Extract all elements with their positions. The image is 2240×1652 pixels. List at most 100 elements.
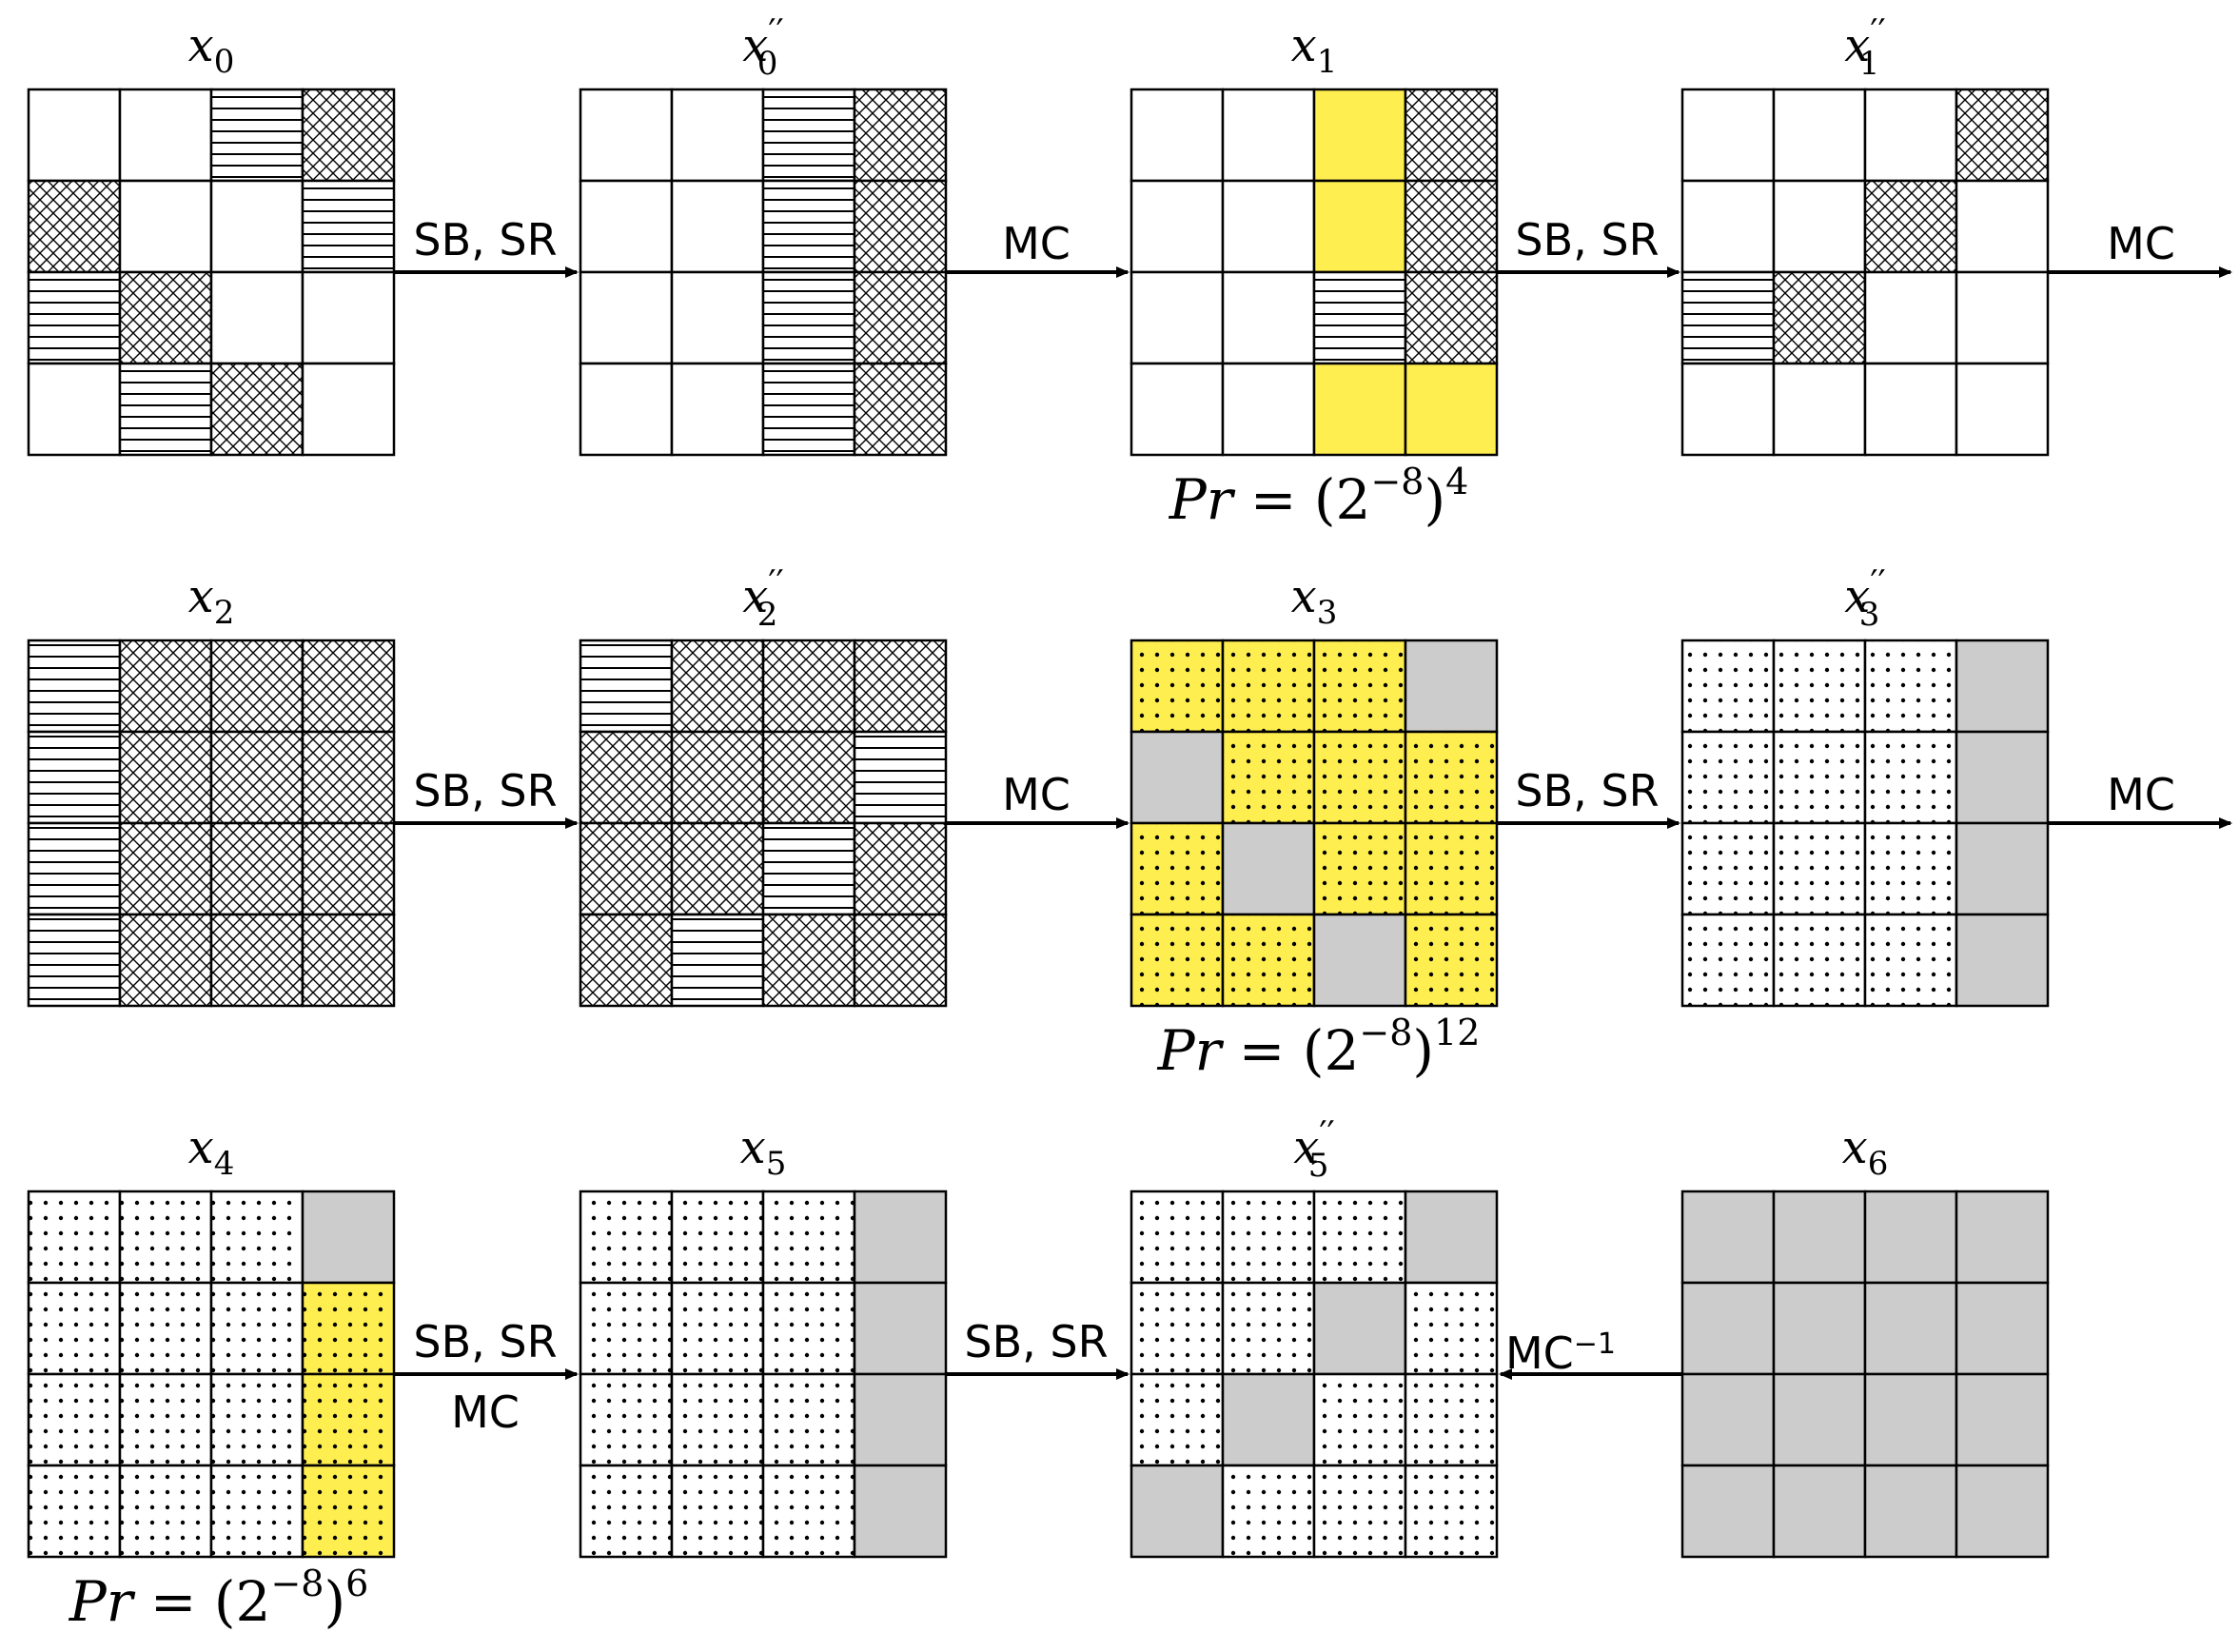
state-label-x2pp: x′′2 (742, 564, 783, 634)
state-grid-x6 (1680, 1190, 2050, 1559)
cell-x5-r1c1 (670, 1281, 765, 1376)
cell-x1pp-r1c2 (1863, 179, 1958, 274)
state-label-x2: x2 (188, 570, 235, 632)
cell-x0-r3c0 (27, 362, 122, 457)
state-grid-x3pp (1680, 639, 2050, 1008)
cell-x3-r3c3 (1404, 913, 1499, 1008)
cell-x3pp-r2c3 (1955, 821, 2050, 916)
cell-x6-r1c3 (1955, 1281, 2050, 1376)
cell-x5pp-r1c2 (1312, 1281, 1407, 1376)
cell-x0pp-r1c1 (670, 179, 765, 274)
cell-x4-r1c1 (118, 1281, 213, 1376)
cell-x3pp-r2c2 (1863, 821, 1958, 916)
cell-x6-r1c2 (1863, 1281, 1958, 1376)
cell-x3-r3c1 (1221, 913, 1316, 1008)
cell-x3-r0c2 (1312, 639, 1407, 734)
cell-x5-r3c1 (670, 1464, 765, 1559)
cell-x5-r0c0 (579, 1190, 674, 1285)
cell-x0pp-r2c3 (853, 270, 948, 365)
cell-x6-r3c3 (1955, 1464, 2050, 1559)
cell-x5-r1c2 (761, 1281, 856, 1376)
cell-x0pp-r2c0 (579, 270, 674, 365)
cell-x2-r1c0 (27, 730, 122, 825)
cell-x1-r2c1 (1221, 270, 1316, 365)
cell-x4-r0c2 (209, 1190, 305, 1285)
state-label-x1: x1 (1291, 19, 1338, 81)
cell-x1-r3c1 (1221, 362, 1316, 457)
cell-x0pp-r0c2 (761, 88, 856, 183)
cell-x5-r1c0 (579, 1281, 674, 1376)
cell-x2pp-r2c2 (761, 821, 856, 916)
edge-label-x2-to-x2pp-0: SB, SR (413, 765, 557, 816)
cell-x6-r2c0 (1680, 1372, 1776, 1467)
cell-x2pp-r0c1 (670, 639, 765, 734)
cell-x1-r1c2 (1312, 179, 1407, 274)
state-grids (27, 88, 2050, 1559)
edge-label-x1-to-x1pp-0: SB, SR (1515, 214, 1659, 266)
cell-x5pp-r3c1 (1221, 1464, 1316, 1559)
cell-x3pp-r2c1 (1772, 821, 1867, 916)
cell-x3-r1c2 (1312, 730, 1407, 825)
cell-x2-r1c2 (209, 730, 305, 825)
cell-x3-r2c2 (1312, 821, 1407, 916)
cell-x6-r1c0 (1680, 1281, 1776, 1376)
cell-x2-r0c2 (209, 639, 305, 734)
cell-x3pp-r1c1 (1772, 730, 1867, 825)
cell-x5-r0c3 (853, 1190, 948, 1285)
cell-x0-r0c2 (209, 88, 305, 183)
cell-x3-r1c1 (1221, 730, 1316, 825)
cell-x0-r1c0 (27, 179, 122, 274)
cell-x6-r0c3 (1955, 1190, 2050, 1285)
cell-x4-r2c1 (118, 1372, 213, 1467)
cell-x5pp-r2c2 (1312, 1372, 1407, 1467)
cell-x2-r3c3 (301, 913, 396, 1008)
cell-x6-r1c1 (1772, 1281, 1867, 1376)
cell-x5-r3c2 (761, 1464, 856, 1559)
cell-x0-r1c2 (209, 179, 305, 274)
cell-x5pp-r0c3 (1404, 1190, 1499, 1285)
cell-x5pp-r3c2 (1312, 1464, 1407, 1559)
cell-x1pp-r1c3 (1955, 179, 2050, 274)
cell-x0pp-r2c2 (761, 270, 856, 365)
cell-x1pp-r1c0 (1680, 179, 1776, 274)
cell-x3-r0c3 (1404, 639, 1499, 734)
probability-pr-x4: Pr = (2−8)6 (69, 1563, 369, 1634)
cell-x3pp-r2c0 (1680, 821, 1776, 916)
cell-x0-r3c3 (301, 362, 396, 457)
edge-label-x2pp-to-x3-0: MC (1002, 769, 1071, 820)
cell-x5-r1c3 (853, 1281, 948, 1376)
state-grid-x5pp (1130, 1190, 1499, 1559)
edge-label-x6-to-x5pp: MC−1 (1505, 1328, 1616, 1379)
cell-x5pp-r3c3 (1404, 1464, 1499, 1559)
cell-x1-r2c3 (1404, 270, 1499, 365)
cell-x4-r2c3 (301, 1372, 396, 1467)
cell-x3pp-r1c0 (1680, 730, 1776, 825)
cell-x6-r3c1 (1772, 1464, 1867, 1559)
cell-x3-r2c1 (1221, 821, 1316, 916)
cell-x2pp-r1c3 (853, 730, 948, 825)
cell-x5pp-r2c1 (1221, 1372, 1316, 1467)
cell-x5-r2c0 (579, 1372, 674, 1467)
cell-x6-r2c3 (1955, 1372, 2050, 1467)
cell-x5pp-r1c1 (1221, 1281, 1316, 1376)
state-label-x6: x6 (1842, 1121, 1889, 1183)
state-label-x3pp: x′′3 (1844, 564, 1885, 634)
cell-x5-r3c0 (579, 1464, 674, 1559)
cell-x2pp-r0c2 (761, 639, 856, 734)
cell-x1-r3c0 (1130, 362, 1225, 457)
cell-x0pp-r3c3 (853, 362, 948, 457)
cell-x4-r1c0 (27, 1281, 122, 1376)
arrow-x6-to-x5pp: MC−1 (1499, 1328, 1682, 1380)
cell-x3-r2c3 (1404, 821, 1499, 916)
cell-x0-r0c1 (118, 88, 213, 183)
cell-x6-r2c1 (1772, 1372, 1867, 1467)
cell-x1pp-r2c3 (1955, 270, 2050, 365)
cell-x0pp-r1c2 (761, 179, 856, 274)
cell-x6-r0c1 (1772, 1190, 1867, 1285)
probability-pr-x1: Pr = (2−8)4 (1169, 461, 1469, 532)
cell-x2pp-r1c2 (761, 730, 856, 825)
cell-x1-r3c2 (1312, 362, 1407, 457)
cell-x0pp-r3c1 (670, 362, 765, 457)
